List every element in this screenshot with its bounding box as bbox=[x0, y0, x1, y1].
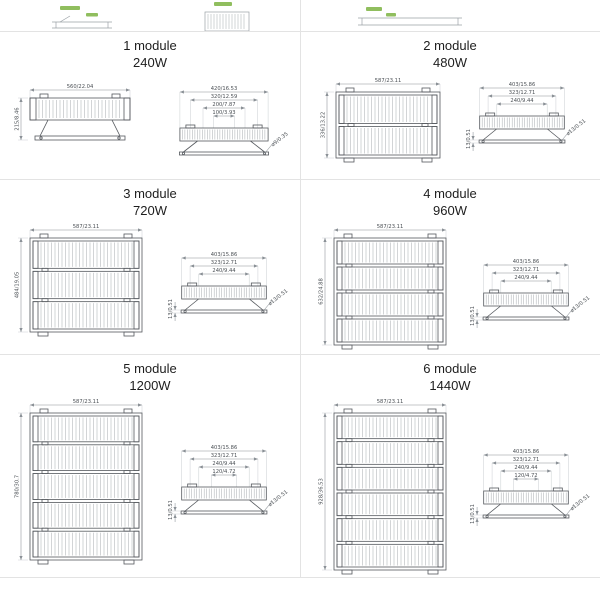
cell-1-module: 560/22.04 215/8.46 420/16.53 320/12.59 200/7… bbox=[0, 32, 300, 180]
power-label: 480W bbox=[433, 54, 467, 70]
svg-text:120/4.72: 120/4.72 bbox=[514, 473, 537, 479]
svg-text:587/23.11: 587/23.11 bbox=[375, 78, 402, 84]
module-count-label: 1 module bbox=[123, 38, 177, 53]
svg-text:13/0.51: 13/0.51 bbox=[470, 306, 476, 326]
svg-text:240/9.44: 240/9.44 bbox=[514, 275, 538, 281]
cell-4-module: 587/23.11 632/24.88 403/15.86 323/12.71 240/… bbox=[300, 180, 600, 355]
svg-text:⌀13/0.51: ⌀13/0.51 bbox=[267, 288, 289, 307]
svg-text:587/23.11: 587/23.11 bbox=[73, 399, 100, 405]
svg-text:120/4.72: 120/4.72 bbox=[212, 469, 235, 475]
cell-3-module: 587/23.11 484/19.05 403/15.86 323/12.71 240/… bbox=[0, 180, 300, 355]
drawing-1-module: 560/22.04 215/8.46 420/16.53 320/12.59 200/7… bbox=[15, 84, 290, 156]
svg-text:928/36.53: 928/36.53 bbox=[319, 478, 325, 505]
cell-5-module: 587/23.11 780/30.7 403/15.86 323/12.71 240/9… bbox=[0, 355, 300, 578]
module-count-label: 6 module bbox=[423, 361, 477, 376]
svg-text:240/9.44: 240/9.44 bbox=[212, 461, 236, 467]
drawing-5-module: 587/23.11 780/30.7 403/15.86 323/12.71 240/9… bbox=[15, 399, 289, 565]
svg-text:323/12.71: 323/12.71 bbox=[211, 260, 238, 266]
svg-text:323/12.71: 323/12.71 bbox=[513, 457, 540, 463]
grid-divider-horizontal-4 bbox=[0, 577, 600, 578]
module-count-label: 5 module bbox=[123, 361, 177, 376]
svg-text:323/12.71: 323/12.71 bbox=[509, 90, 536, 96]
power-label: 1200W bbox=[129, 377, 171, 393]
svg-text:403/15.86: 403/15.86 bbox=[513, 259, 540, 265]
svg-text:320/12.59: 320/12.59 bbox=[211, 94, 238, 100]
svg-text:403/15.86: 403/15.86 bbox=[211, 445, 238, 451]
cell-header-5: 5 module 1200W bbox=[0, 361, 300, 395]
svg-text:⌀9/0.35: ⌀9/0.35 bbox=[270, 131, 289, 148]
drawing-6-module: 587/23.11 928/36.53 403/15.86 323/12.71 240/… bbox=[319, 399, 591, 575]
cell-2-module: 587/23.11 336/13.22 403/15.86 323/12.71 240/… bbox=[300, 32, 600, 180]
power-label: 960W bbox=[433, 202, 467, 218]
svg-text:403/15.86: 403/15.86 bbox=[211, 252, 238, 258]
svg-text:240/9.44: 240/9.44 bbox=[212, 268, 236, 274]
cell-header-2: 2 module 480W bbox=[300, 38, 600, 72]
module-count-label: 2 module bbox=[423, 38, 477, 53]
drawing-3-module: 587/23.11 484/19.05 403/15.86 323/12.71 240/… bbox=[15, 224, 289, 337]
svg-text:323/12.71: 323/12.71 bbox=[513, 267, 540, 273]
drawing-2-module: 587/23.11 336/13.22 403/15.86 323/12.71 240/… bbox=[321, 78, 587, 163]
svg-text:587/23.11: 587/23.11 bbox=[377, 224, 404, 230]
svg-text:13/0.51: 13/0.51 bbox=[466, 129, 472, 149]
svg-text:336/13.22: 336/13.22 bbox=[321, 112, 327, 139]
grid-divider-vertical bbox=[300, 0, 301, 577]
cell-header-3: 3 module 720W bbox=[0, 186, 300, 220]
svg-text:560/22.04: 560/22.04 bbox=[67, 84, 94, 90]
module-count-label: 3 module bbox=[123, 186, 177, 201]
svg-text:13/0.51: 13/0.51 bbox=[470, 504, 476, 524]
svg-text:⌀13/0.51: ⌀13/0.51 bbox=[569, 493, 591, 512]
power-label: 1440W bbox=[429, 377, 471, 393]
svg-text:403/15.86: 403/15.86 bbox=[513, 449, 540, 455]
svg-text:587/23.11: 587/23.11 bbox=[377, 399, 404, 405]
cell-header-4: 4 module 960W bbox=[300, 186, 600, 220]
module-count-label: 4 module bbox=[423, 186, 477, 201]
svg-text:⌀13/0.51: ⌀13/0.51 bbox=[267, 489, 289, 508]
svg-text:13/0.51: 13/0.51 bbox=[168, 299, 174, 319]
svg-text:240/9.44: 240/9.44 bbox=[510, 98, 534, 104]
svg-text:632/24.88: 632/24.88 bbox=[319, 278, 325, 305]
cell-header-1: 1 module 240W bbox=[0, 38, 300, 72]
svg-text:484/19.05: 484/19.05 bbox=[15, 272, 21, 299]
svg-text:⌀13/0.51: ⌀13/0.51 bbox=[569, 295, 591, 314]
drawing-4-module: 587/23.11 632/24.88 403/15.86 323/12.71 240/… bbox=[319, 224, 591, 350]
svg-text:780/30.7: 780/30.7 bbox=[15, 475, 21, 498]
svg-text:420/16.53: 420/16.53 bbox=[211, 86, 238, 92]
power-label: 240W bbox=[133, 54, 167, 70]
cell-6-module: 587/23.11 928/36.53 403/15.86 323/12.71 240/… bbox=[300, 355, 600, 578]
cropped-top-drawings bbox=[52, 2, 462, 32]
svg-text:⌀13/0.51: ⌀13/0.51 bbox=[565, 118, 587, 137]
svg-text:403/15.86: 403/15.86 bbox=[509, 82, 536, 88]
svg-text:200/7.87: 200/7.87 bbox=[212, 102, 235, 108]
svg-text:240/9.44: 240/9.44 bbox=[514, 465, 538, 471]
power-label: 720W bbox=[133, 202, 167, 218]
cell-header-6: 6 module 1440W bbox=[300, 361, 600, 395]
svg-text:13/0.51: 13/0.51 bbox=[168, 500, 174, 520]
svg-text:100/3.93: 100/3.93 bbox=[212, 110, 235, 116]
svg-text:587/23.11: 587/23.11 bbox=[73, 224, 100, 230]
svg-text:215/8.46: 215/8.46 bbox=[15, 107, 21, 130]
svg-text:323/12.71: 323/12.71 bbox=[211, 453, 238, 459]
